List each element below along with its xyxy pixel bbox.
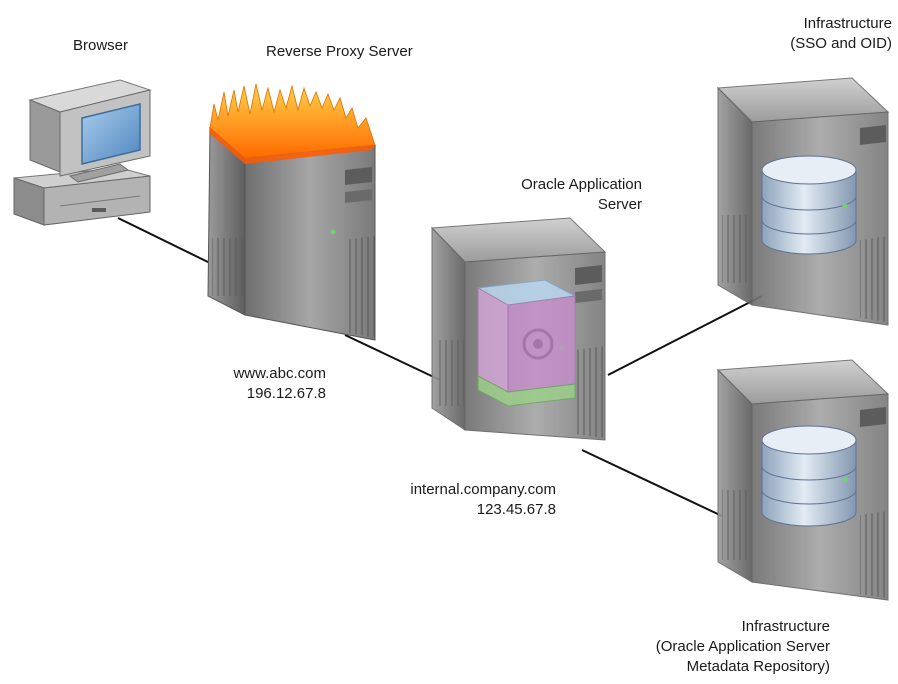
link-proxy-appserver [344, 334, 441, 381]
proxy-ip-label: 196.12.67.8 [246, 385, 326, 402]
link-appserver-infra-repo [581, 449, 723, 517]
infra-repo-label-line1: Infrastructure [741, 618, 830, 635]
link-appserver-infra-sso [607, 295, 763, 376]
reverse-proxy-server-icon [207, 83, 377, 341]
infra-repo-label-line2: (Oracle Application Server [655, 638, 830, 655]
app-server-label-line2: Server [597, 196, 642, 213]
reverse-proxy-label: Reverse Proxy Server [266, 43, 413, 60]
app-server-label-line1: Oracle Application [521, 176, 642, 193]
database-icon [761, 155, 857, 255]
infrastructure-sso-oid-server-icon [716, 77, 890, 326]
oracle-application-server-icon [430, 217, 607, 441]
infra-sso-label-line1: Infrastructure [803, 15, 892, 32]
app-server-host-label: internal.company.com [410, 481, 556, 498]
database-icon [761, 425, 857, 527]
infra-sso-label-line2: (SSO and OID) [790, 35, 892, 52]
proxy-host-label: www.abc.com [233, 365, 326, 382]
infra-repo-label-line3: Metadata Repository) [686, 658, 830, 675]
browser-computer-icon [13, 79, 152, 226]
link-browser-proxy [117, 217, 211, 264]
browser-label: Browser [73, 37, 129, 54]
app-server-ip-label: 123.45.67.8 [476, 501, 556, 518]
application-cube-icon [476, 279, 577, 407]
infrastructure-metadata-repository-server-icon [716, 359, 890, 601]
connectors [117, 217, 763, 517]
firewall-flame-icon [209, 83, 376, 164]
